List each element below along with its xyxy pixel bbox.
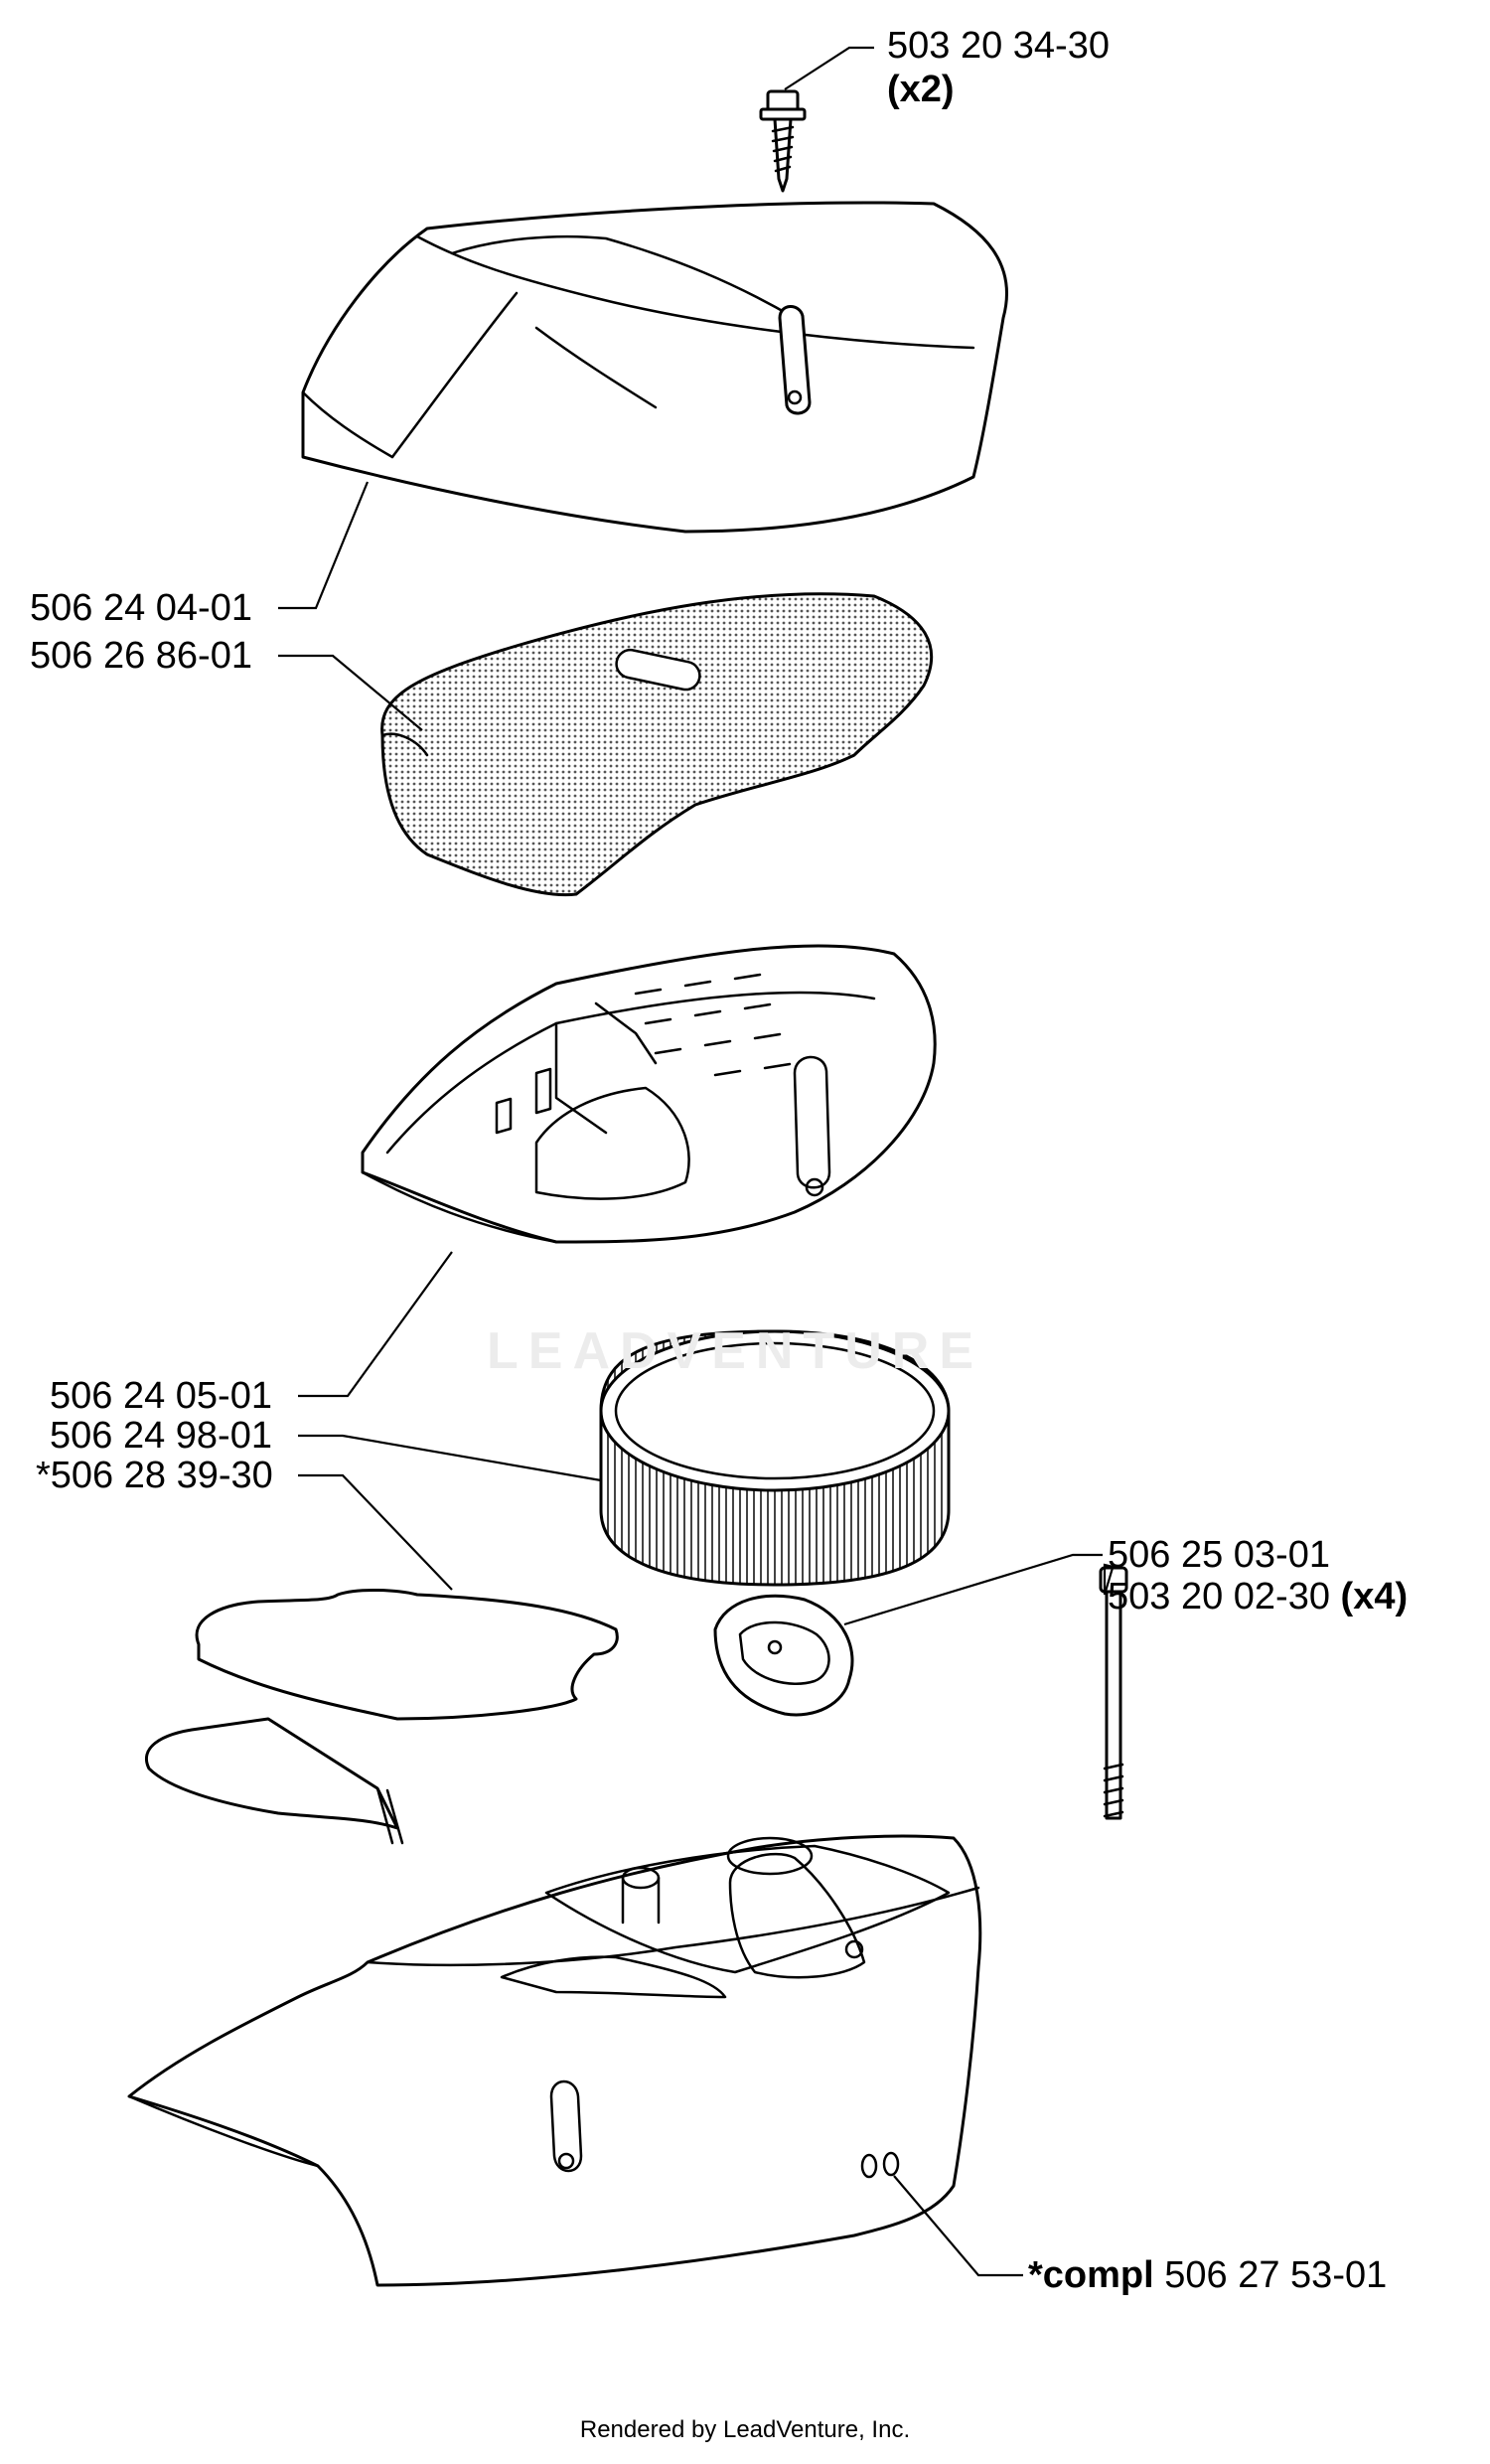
label-adapter[interactable]: 506 25 03-01 bbox=[1108, 1533, 1330, 1577]
label-filter-holder[interactable]: 506 24 05-01 bbox=[50, 1374, 272, 1418]
label-foam-filter[interactable]: 506 26 86-01 bbox=[30, 634, 252, 678]
part-number: *506 28 39-30 bbox=[36, 1455, 273, 1496]
part-prefix: *compl bbox=[1028, 2254, 1154, 2296]
adapter-part[interactable] bbox=[713, 1594, 854, 1717]
watermark: LEADVENTURE bbox=[487, 1322, 984, 1380]
gasket-part[interactable] bbox=[145, 1589, 619, 1845]
label-screw-top[interactable]: 503 20 34-30 (x2) bbox=[887, 24, 1110, 111]
part-number: 503 20 34-30 bbox=[887, 25, 1110, 67]
leader-lines bbox=[278, 46, 1118, 2277]
part-number: 506 25 03-01 bbox=[1108, 1534, 1330, 1576]
screw-top-part[interactable] bbox=[759, 89, 807, 193]
part-qty: (x4) bbox=[1340, 1576, 1409, 1617]
cover-part[interactable] bbox=[301, 201, 1008, 534]
part-number: 506 27 53-01 bbox=[1164, 2254, 1388, 2296]
part-number: 506 24 98-01 bbox=[50, 1415, 272, 1457]
part-number: 506 24 05-01 bbox=[50, 1375, 272, 1417]
label-air-filter[interactable]: 506 24 98-01 bbox=[50, 1414, 272, 1458]
filter-holder-part[interactable] bbox=[361, 944, 937, 1244]
part-number: 506 26 86-01 bbox=[30, 635, 252, 677]
label-gasket[interactable]: *506 28 39-30 bbox=[36, 1454, 273, 1497]
part-qty: (x2) bbox=[887, 69, 955, 110]
base-housing-part[interactable] bbox=[127, 1834, 982, 2287]
part-number: 506 24 04-01 bbox=[30, 587, 252, 629]
footer-credit: Rendered by LeadVenture, Inc. bbox=[579, 2416, 911, 2443]
label-bolt[interactable]: 503 20 02-30 (x4) bbox=[1108, 1575, 1408, 1618]
part-number: 503 20 02-30 bbox=[1108, 1576, 1330, 1617]
foam-filter-part[interactable] bbox=[380, 592, 934, 897]
label-cover[interactable]: 506 24 04-01 bbox=[30, 586, 252, 630]
air-filter-part[interactable] bbox=[599, 1329, 951, 1587]
label-base[interactable]: *compl 506 27 53-01 bbox=[1028, 2253, 1387, 2297]
